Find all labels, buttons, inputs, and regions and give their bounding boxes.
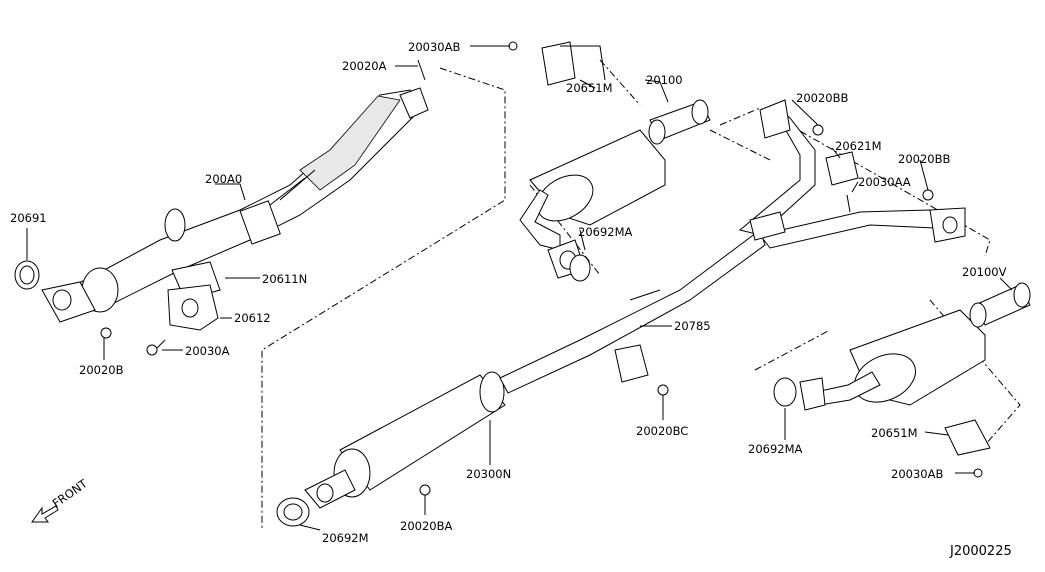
callout-20020A[interactable]: 20020A — [342, 59, 387, 73]
callout-20611N[interactable]: 20611N — [262, 272, 307, 286]
inlet-flange-hole — [52, 289, 72, 311]
gasket-20692M-hole — [283, 503, 303, 521]
nut-20020BB-2[interactable] — [922, 189, 934, 201]
mount-20651M-top[interactable] — [541, 41, 576, 86]
mount-20651M-bottom[interactable] — [944, 419, 991, 456]
center-pipe-muffler[interactable] — [304, 229, 766, 509]
nut-20020BB-1[interactable] — [812, 124, 824, 136]
front-arrow-icon — [31, 505, 59, 523]
callout-200A0[interactable]: 200A0 — [205, 172, 242, 186]
mount-20621M[interactable] — [825, 151, 859, 186]
callout-20030AB-bottom[interactable]: 20030AB — [891, 467, 943, 481]
bolt-20030AA[interactable] — [846, 194, 851, 213]
diagram-id: J2000225 — [949, 544, 1012, 559]
rear-pipe-flange[interactable] — [759, 99, 791, 139]
callout-20692M[interactable]: 20692M — [322, 531, 369, 545]
bolt-20030AB-top[interactable] — [508, 41, 518, 51]
main-muffler-right[interactable] — [799, 282, 1031, 411]
callout-20612[interactable]: 20612 — [234, 311, 271, 325]
callout-20100V[interactable]: 20100V — [962, 265, 1007, 279]
hanger-20785[interactable] — [614, 344, 649, 383]
gasket-20692MA-bottom[interactable] — [773, 377, 797, 407]
callout-20030AB-top[interactable]: 20030AB — [408, 40, 460, 54]
callout-20020BB-2[interactable]: 20020BB — [898, 152, 950, 166]
callout-20621M[interactable]: 20621M — [835, 139, 882, 153]
callout-20651M-bottom[interactable]: 20651M — [871, 426, 918, 440]
front-indicator: FRONT — [31, 476, 91, 523]
callout-20030A[interactable]: 20030A — [185, 344, 230, 358]
nut-20020BA[interactable] — [419, 484, 431, 496]
gasket-20692M[interactable] — [276, 497, 310, 527]
callout-20691[interactable]: 20691 — [10, 211, 47, 225]
inlet-flange[interactable] — [41, 281, 96, 323]
leader-lines — [26, 45, 1013, 531]
gasket-20692MA-top[interactable] — [569, 254, 591, 282]
bracket-hole — [181, 298, 199, 318]
nut-20020B[interactable] — [100, 327, 112, 339]
bracket-20612[interactable] — [167, 284, 219, 331]
callout-20020BB-1[interactable]: 20020BB — [796, 91, 848, 105]
callout-20692MA-top[interactable]: 20692MA — [578, 225, 633, 239]
callout-20030AA[interactable]: 20030AA — [858, 175, 911, 189]
callout-20785[interactable]: 20785 — [674, 319, 711, 333]
callout-20020B[interactable]: 20020B — [79, 363, 124, 377]
callout-20100[interactable]: 20100 — [646, 73, 683, 87]
front-label: FRONT — [50, 476, 91, 511]
front-tube-catalyst[interactable] — [54, 59, 429, 319]
rear-y-pipe[interactable] — [738, 104, 966, 249]
bolt-20030A[interactable] — [146, 344, 158, 356]
callout-20651M-top[interactable]: 20651M — [566, 81, 613, 95]
main-muffler-left[interactable] — [519, 99, 711, 279]
callout-20020BA[interactable]: 20020BA — [400, 519, 452, 533]
callout-20020BC[interactable]: 20020BC — [636, 424, 688, 438]
bolt-20030A-shank — [156, 339, 166, 349]
gasket-20691-hole — [19, 265, 35, 285]
callout-labels: 20020A 20030AB 20651M 20100 20020BB 2062… — [10, 40, 1007, 545]
bolt-20030AB-bottom[interactable] — [973, 468, 983, 478]
gasket-20691[interactable] — [14, 260, 40, 290]
callout-20692MA-bottom[interactable]: 20692MA — [748, 442, 803, 456]
nut-20020BC[interactable] — [657, 384, 669, 396]
callout-20300N[interactable]: 20300N — [466, 467, 511, 481]
